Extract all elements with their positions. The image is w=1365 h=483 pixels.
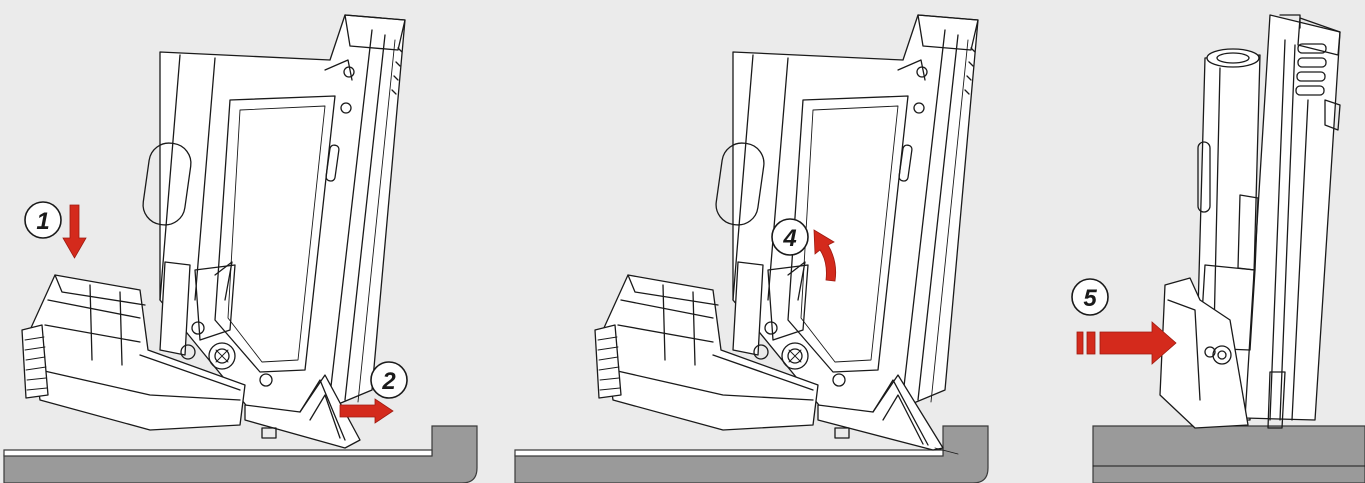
step-2-label: 2 xyxy=(381,368,396,395)
step-1-label: 1 xyxy=(36,208,49,235)
step-5-label: 5 xyxy=(1083,285,1097,312)
tilt-line xyxy=(934,447,959,455)
table-edge-strip xyxy=(514,449,944,457)
device-tilted xyxy=(21,14,406,449)
step-2-marker: 2 xyxy=(370,361,408,399)
table-edge-strip xyxy=(3,449,433,457)
step-1-marker: 1 xyxy=(24,201,62,239)
panel-3: 5 xyxy=(1071,14,1365,483)
device-tilted xyxy=(594,14,979,451)
step-5-marker: 5 xyxy=(1071,278,1109,316)
step-4-label: 4 xyxy=(782,225,796,252)
device-upright xyxy=(1159,14,1341,429)
down-arrow-icon xyxy=(62,204,87,259)
curved-up-arrow-icon xyxy=(813,229,837,282)
panel-2: 4 xyxy=(514,14,989,483)
right-arrow-icon xyxy=(339,398,394,424)
table-surface xyxy=(1092,425,1365,483)
step-4-marker: 4 xyxy=(771,218,809,256)
panel-1: 1 2 xyxy=(3,14,478,483)
dashed-right-arrow-icon xyxy=(1076,321,1177,365)
